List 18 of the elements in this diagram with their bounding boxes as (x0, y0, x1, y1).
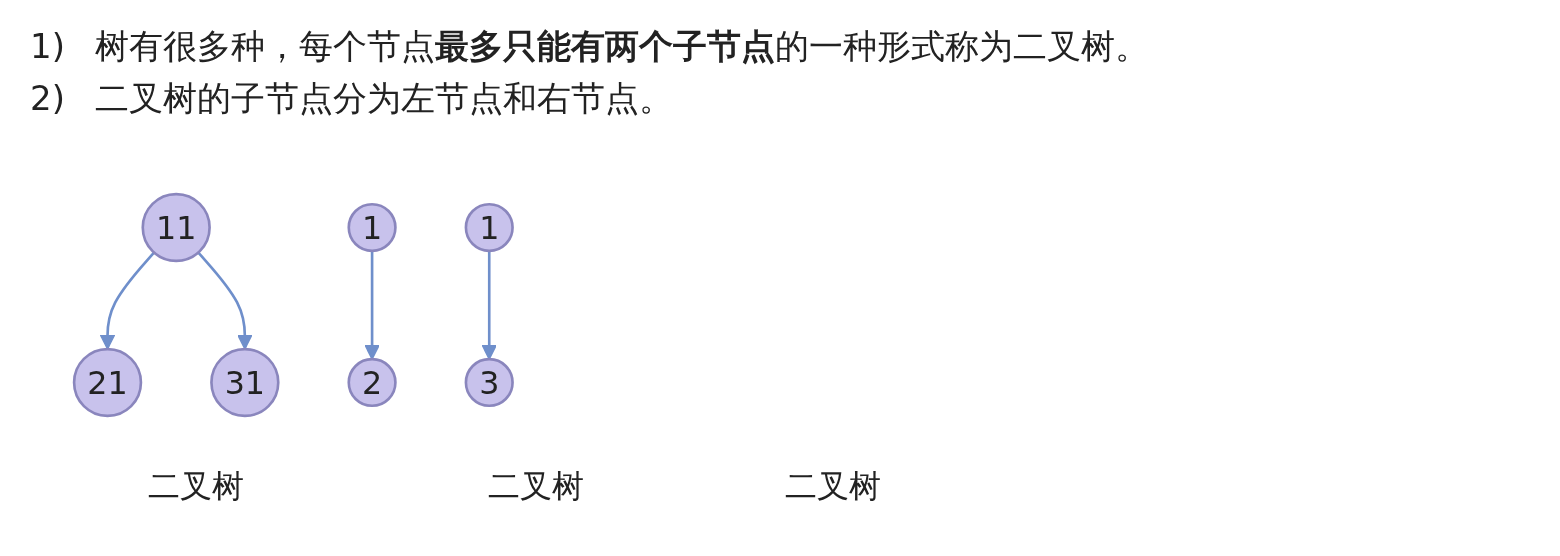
arrow (197, 251, 253, 350)
node-circle: 31 (210, 347, 280, 418)
tree-caption: 二叉树 (785, 466, 881, 507)
node-circle: 11 (141, 192, 211, 263)
tree-caption: 二叉树 (148, 466, 244, 507)
node-circle: 1 (464, 202, 514, 253)
arrow (364, 250, 380, 360)
tree-caption: 二叉树 (488, 466, 584, 507)
node-circle: 2 (347, 357, 397, 408)
arrow (481, 250, 497, 360)
arrow (99, 251, 155, 350)
description-text: 二叉树的子节点分为左节点和右节点。 (94, 77, 673, 120)
node-circle: 3 (464, 357, 514, 408)
list-number: 1) (30, 25, 65, 68)
list-number: 2) (30, 77, 65, 120)
description-text: 树有很多种，每个节点最多只能有两个子节点的一种形式称为二叉树。 (94, 25, 1149, 68)
node-circle: 1 (347, 202, 397, 253)
node-circle: 21 (72, 347, 143, 418)
